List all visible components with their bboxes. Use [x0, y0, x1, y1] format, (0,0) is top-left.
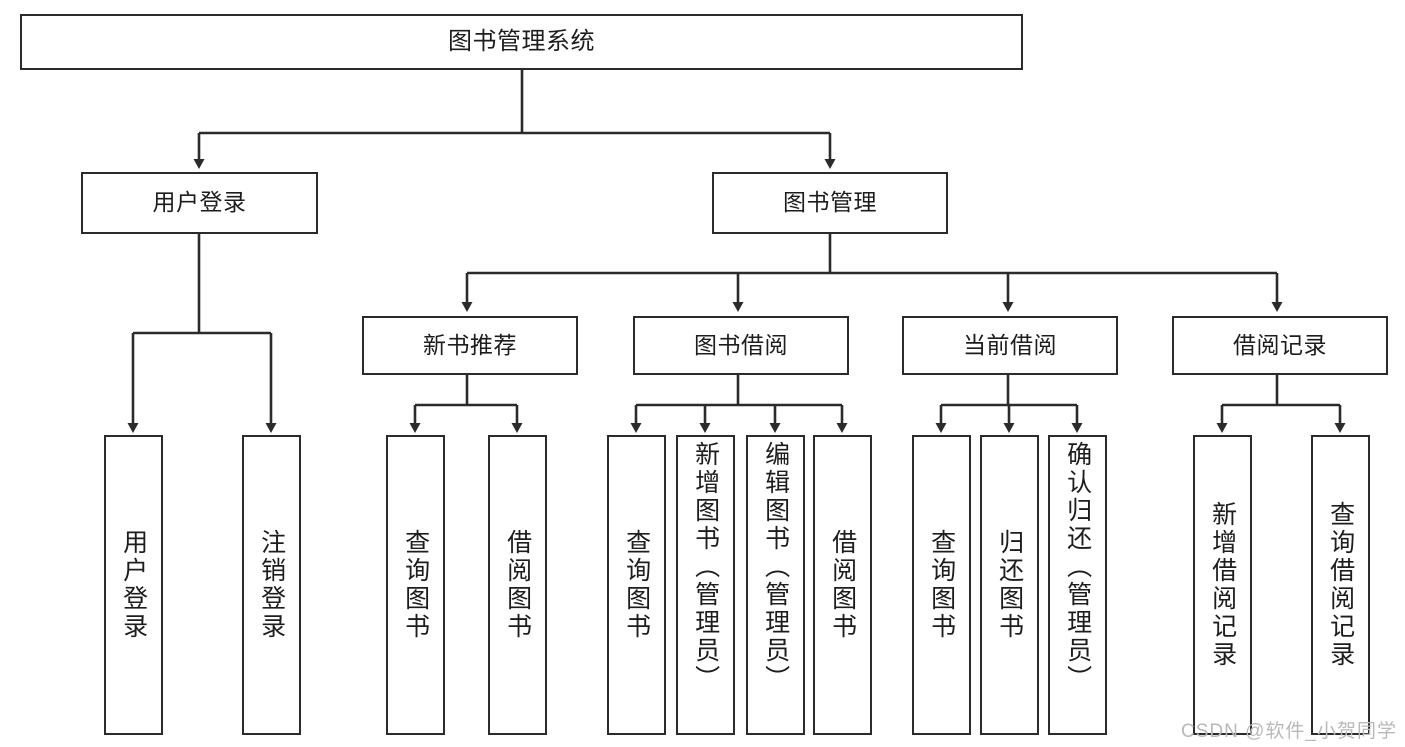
leaf-query-book-new[interactable]: 查询图书 [386, 435, 445, 735]
node-label: 查询图书 [401, 529, 430, 641]
node-root-book-management-system[interactable]: 图书管理系统 [20, 14, 1023, 70]
leaf-borrow-book-new[interactable]: 借阅图书 [488, 435, 547, 735]
node-label: 用户登录 [152, 189, 247, 216]
node-label: 新增借阅记录 [1208, 501, 1237, 669]
leaf-logout-login[interactable]: 注销登录 [242, 435, 301, 735]
leaf-query-borrow-record[interactable]: 查询借阅记录 [1311, 435, 1370, 735]
node-label: 当前借阅 [963, 331, 1057, 358]
watermark-text: CSDN @软件_小贺同学 [1181, 721, 1397, 742]
leaf-confirm-return-admin[interactable]: 确认归还（管理员） [1048, 435, 1107, 735]
node-user-login[interactable]: 用户登录 [81, 172, 318, 234]
node-label: 编辑图书（管理员） [761, 441, 790, 693]
node-label: 新增图书（管理员） [691, 441, 720, 693]
leaf-add-borrow-record[interactable]: 新增借阅记录 [1193, 435, 1252, 735]
leaf-borrow-book[interactable]: 借阅图书 [813, 435, 872, 735]
node-borrow-record[interactable]: 借阅记录 [1172, 316, 1388, 375]
node-new-book-recommend[interactable]: 新书推荐 [362, 316, 578, 375]
node-label: 注销登录 [257, 529, 286, 641]
node-book-management[interactable]: 图书管理 [712, 172, 948, 234]
leaf-query-book-borrow[interactable]: 查询图书 [607, 435, 666, 735]
node-label: 图书管理 [783, 189, 877, 216]
leaf-edit-book-admin[interactable]: 编辑图书（管理员） [746, 435, 805, 735]
node-label: 图书借阅 [694, 331, 788, 358]
node-label: 图书管理系统 [448, 27, 595, 55]
node-label: 用户登录 [119, 529, 148, 641]
node-book-borrow[interactable]: 图书借阅 [633, 316, 849, 375]
node-label: 查询图书 [927, 529, 956, 641]
node-label: 借阅图书 [503, 529, 532, 641]
node-label: 查询图书 [622, 529, 651, 641]
node-label: 借阅记录 [1233, 331, 1327, 358]
node-current-borrow[interactable]: 当前借阅 [902, 316, 1118, 375]
node-label: 新书推荐 [423, 331, 517, 358]
leaf-query-book-current[interactable]: 查询图书 [912, 435, 971, 735]
node-label: 确认归还（管理员） [1063, 441, 1092, 693]
leaf-return-book[interactable]: 归还图书 [980, 435, 1039, 735]
leaf-user-login[interactable]: 用户登录 [104, 435, 163, 735]
leaf-add-book-admin[interactable]: 新增图书（管理员） [676, 435, 735, 735]
node-label: 查询借阅记录 [1326, 501, 1355, 669]
node-label: 借阅图书 [828, 529, 857, 641]
node-label: 归还图书 [995, 529, 1024, 641]
